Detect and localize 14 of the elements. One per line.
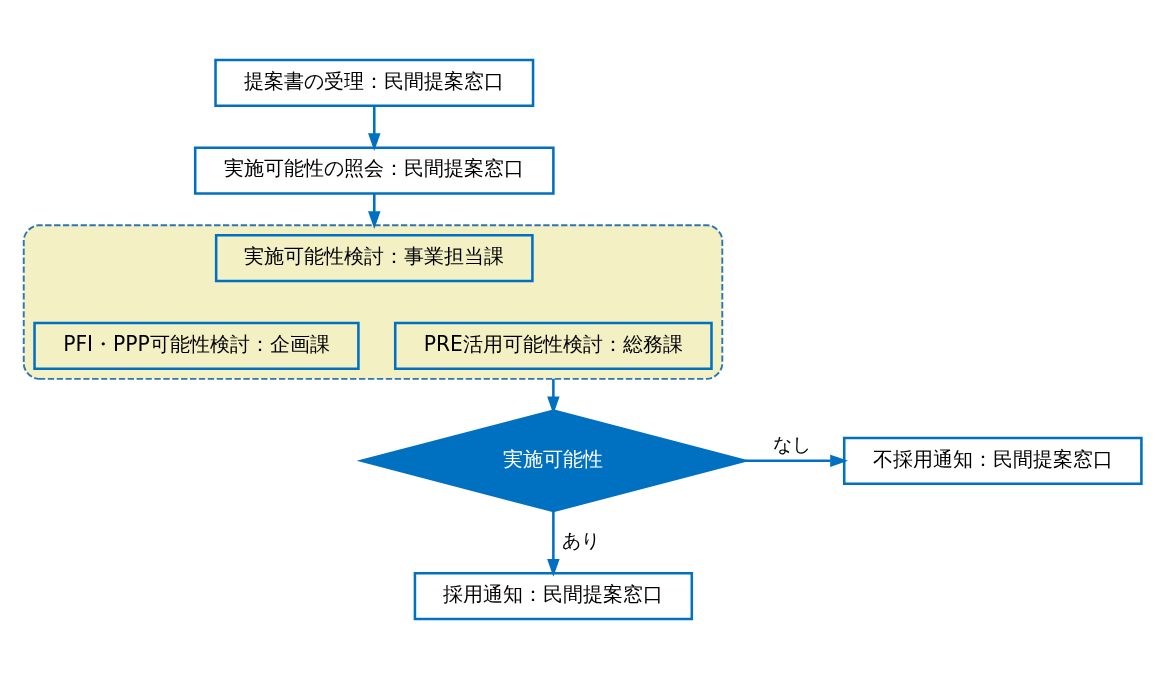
node-box: PFI・PPP可能性検討：企画課 <box>33 321 360 370</box>
cluster <box>22 223 724 380</box>
arrow <box>368 105 381 151</box>
arrow <box>368 193 381 229</box>
node-box: 実施可能性の照会：民間提案窓口 <box>193 145 555 195</box>
arrow <box>547 510 560 577</box>
node-box: 採用通知：民間提案窓口 <box>413 571 694 620</box>
arrow <box>745 454 848 467</box>
edge-label: なし <box>772 432 811 455</box>
edge-label: あり <box>562 528 601 551</box>
node-box: 実施可能性検討：事業担当課 <box>214 233 534 282</box>
node-box: 不採用通知：民間提案窓口 <box>842 436 1143 485</box>
node-box: 提案書の受理：民間提案窓口 <box>214 58 535 107</box>
node-box: PRE活用可能性検討：総務課 <box>393 321 713 370</box>
